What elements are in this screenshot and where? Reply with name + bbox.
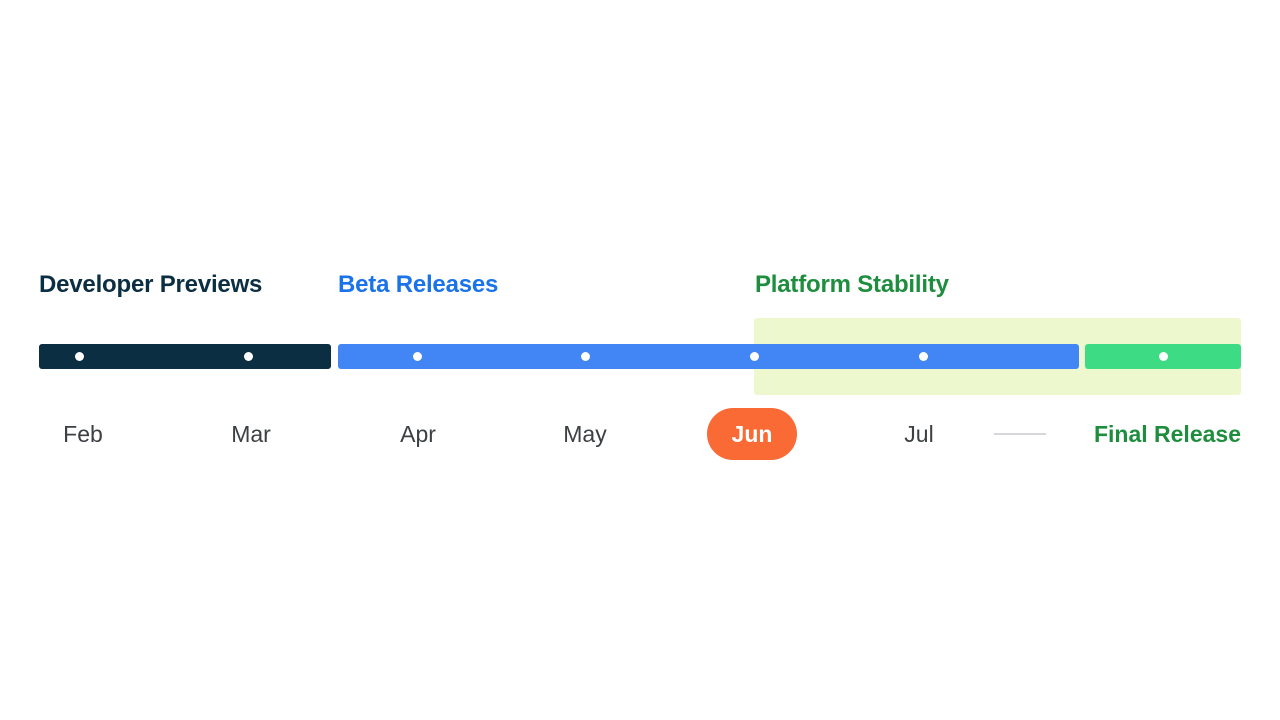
month-label-feb: Feb: [63, 421, 103, 447]
phase-title-platform-stability: Platform Stability: [755, 271, 949, 298]
beta-releases-bar: [338, 344, 1079, 369]
month-label-mar: Mar: [231, 421, 271, 447]
final-release-label: Final Release: [1093, 421, 1241, 447]
current-month-label: Jun: [731, 420, 773, 447]
phase-title-developer-previews: Developer Previews: [39, 271, 263, 298]
current-month-badge: Jun: [707, 408, 797, 460]
milestone-dot-final: [1158, 352, 1168, 361]
milestone-dot-jul: [918, 352, 928, 361]
month-label-jul: Jul: [904, 421, 934, 447]
milestone-dot-feb: [74, 352, 84, 361]
month-label-apr: Apr: [400, 421, 436, 447]
milestone-dot-mar: [243, 352, 253, 361]
phase-title-beta-releases: Beta Releases: [338, 271, 499, 298]
month-label-may: May: [563, 421, 607, 447]
connector-line: [994, 433, 1046, 435]
milestone-dot-apr: [412, 352, 422, 361]
developer-previews-bar: [39, 344, 331, 369]
milestone-dot-jun: [749, 352, 759, 361]
milestone-dot-may: [580, 352, 590, 361]
